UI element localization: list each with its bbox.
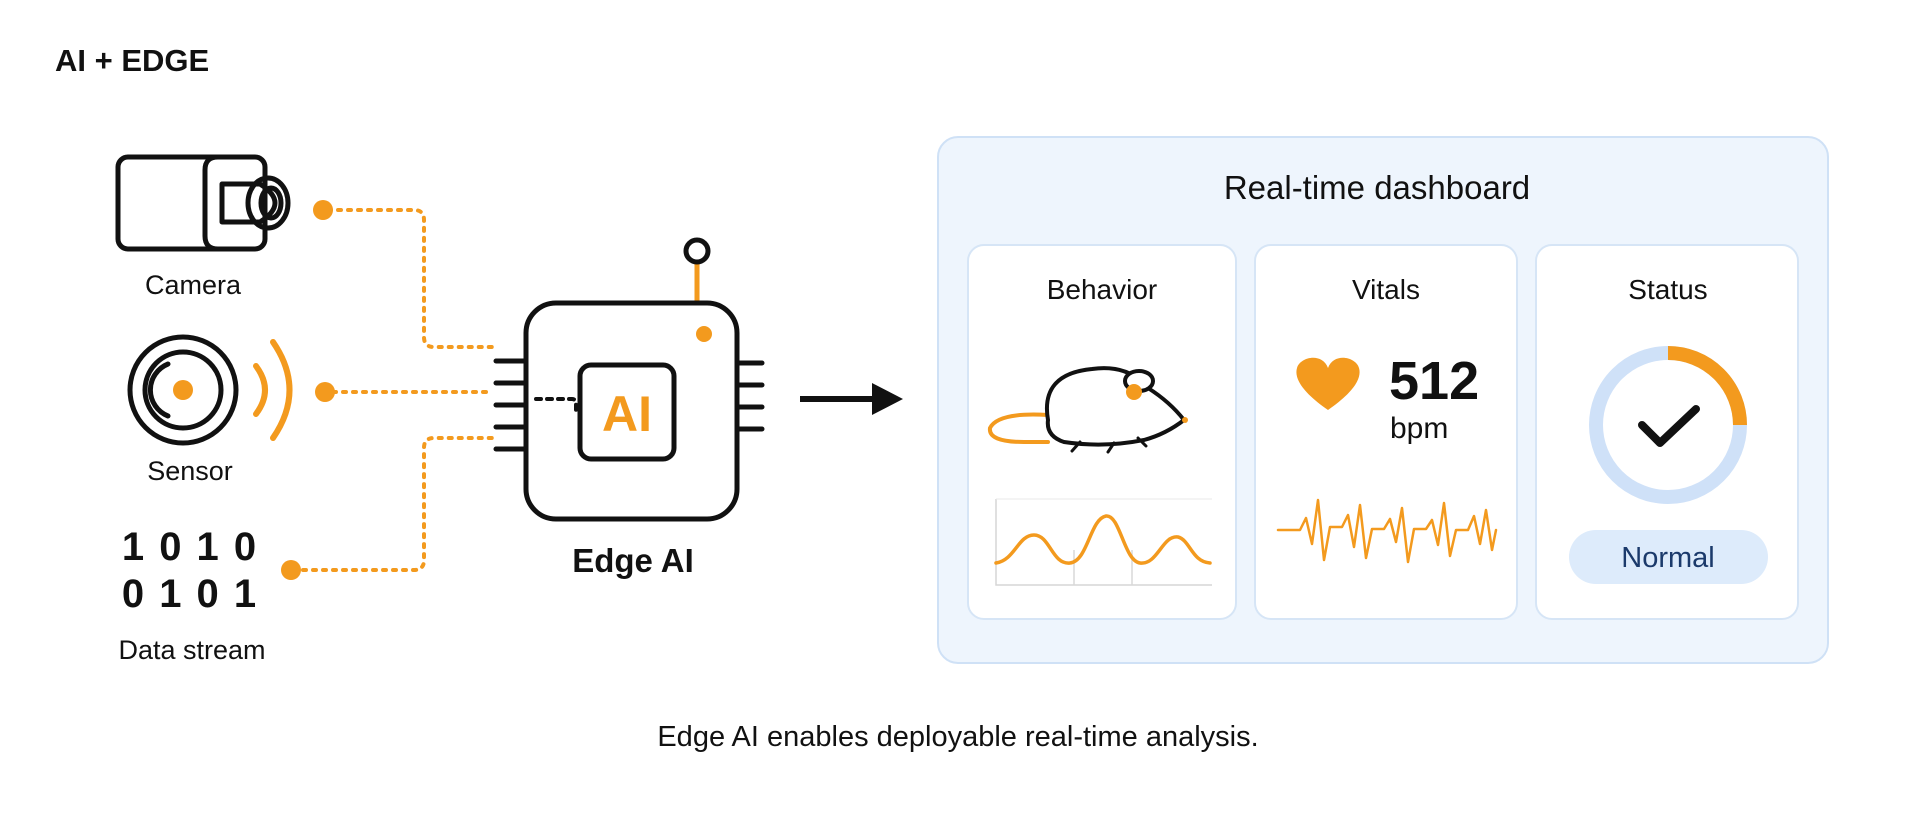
- diagram-caption: Edge AI enables deployable real-time ana…: [657, 721, 1258, 753]
- signal-waves-icon: [253, 339, 293, 441]
- sensor-connector-dot: [315, 382, 335, 402]
- camera-connector-dot: [313, 200, 333, 220]
- camera-label: Camera: [145, 270, 242, 300]
- status-card-title: Status: [1628, 274, 1707, 305]
- data-bits-row1: 1 0 1 0: [122, 525, 258, 569]
- dashboard-title: Real-time dashboard: [1224, 169, 1530, 206]
- checkmark-icon: [1638, 405, 1700, 447]
- data-stream-label: Data stream: [118, 635, 265, 665]
- chip-ai-text: AI: [602, 386, 652, 442]
- status-pill: [1569, 530, 1768, 584]
- arrow-right-icon: [800, 383, 903, 415]
- behavior-card-title: Behavior: [1047, 274, 1158, 305]
- sensor-label: Sensor: [147, 456, 233, 486]
- data-connector-dot: [281, 560, 301, 580]
- status-state-text: Normal: [1621, 542, 1714, 574]
- behavior-trace-chart: [994, 498, 1212, 586]
- chip-label: Edge AI: [572, 542, 694, 579]
- input-connectors: [301, 208, 495, 572]
- sensor-icon: [127, 334, 239, 446]
- camera-icon: [115, 154, 291, 252]
- chip-icon: [493, 237, 765, 522]
- heart-rate-value: 512: [1389, 351, 1479, 411]
- heart-icon: [1296, 357, 1360, 410]
- vitals-card-title: Vitals: [1352, 274, 1420, 305]
- sensor-dot: [173, 380, 193, 400]
- data-bits-row2: 0 1 0 1: [122, 572, 258, 616]
- status-ring-progress: [1589, 346, 1747, 504]
- diagram-title: AI + EDGE: [55, 43, 209, 78]
- heart-rate-unit: bpm: [1390, 412, 1448, 445]
- vitals-pulse-trace: [1276, 498, 1498, 564]
- mouse-icon: [987, 366, 1188, 454]
